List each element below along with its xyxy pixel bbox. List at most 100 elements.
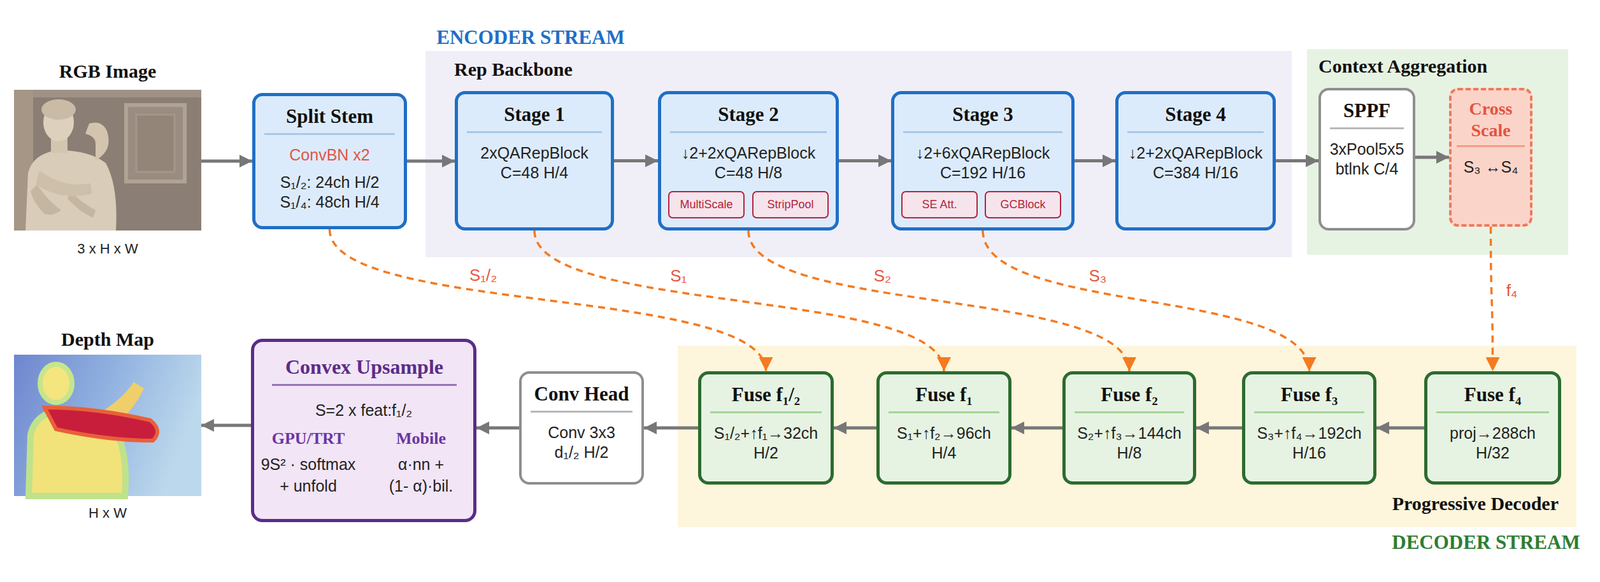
node-text: S₁/₄: 48ch H/4	[279, 192, 379, 213]
flow-arrow	[476, 426, 520, 430]
node-title: Fuse f₃	[1254, 382, 1365, 414]
node-title: Stage 1	[466, 101, 602, 134]
photo-panel	[126, 105, 185, 182]
depth-background	[14, 354, 202, 497]
module-label: StripPool	[766, 198, 814, 212]
depth-forearm	[44, 407, 158, 441]
edge-label: S₂	[873, 266, 892, 286]
stream-label: DECODER STREAM	[1391, 529, 1580, 556]
node-text: btlnk C/4	[1335, 159, 1399, 179]
node-title: Stage 2	[670, 101, 827, 134]
node-text: C=384 H/16	[1152, 163, 1239, 183]
node-text: S₃+↑f₄→192ch	[1256, 423, 1362, 444]
image-heading: RGB Image	[0, 58, 227, 85]
node-title: Convex Upsample	[271, 352, 457, 386]
node-title: Fuse f₁	[888, 382, 1000, 414]
node-text: H/2	[753, 443, 779, 464]
module-tag: GCBlock	[984, 191, 1062, 219]
node-text: H/32	[1475, 443, 1510, 464]
node-title: Fuse f₂	[1074, 382, 1185, 414]
group-band: Rep BackboneStage 12xQARepBlockC=48 H/4S…	[425, 50, 1292, 258]
node-text: S₃ ↔S₄	[1463, 157, 1519, 178]
depth-render	[14, 354, 202, 497]
stage-box: Stage 4 ↓2+2xQARepBlockC=384 H/16	[1115, 91, 1276, 231]
image-panel: Depth MapH x W	[14, 354, 202, 497]
image-caption: 3 x H x W	[0, 239, 227, 259]
edge-label: S₃	[1088, 266, 1107, 286]
module-tag: SE Att.	[901, 191, 978, 219]
node-text: H/16	[1292, 443, 1327, 464]
edge-label: S₁	[670, 266, 687, 286]
stage-box: Stage 1 2xQARepBlockC=48 H/4	[454, 91, 615, 231]
fuse-box: Fuse f₂ S₂+↑f₃→144chH/8	[1062, 371, 1197, 485]
module-label: SE Att.	[921, 198, 957, 212]
node-text: C=192 H/16	[940, 163, 1026, 183]
node-text: 3xPool5x5	[1329, 139, 1405, 160]
image-heading: Depth Map	[0, 326, 227, 353]
node-text: ↓2+6xQARepBlock	[915, 143, 1051, 164]
dashed-box: Cross Scale S₃ ↔S₄	[1449, 87, 1533, 227]
process-box: SPPF 3xPool5x5btlnk C/4	[1318, 87, 1416, 231]
process-box: Conv HeadConv 3x3d₁/₂ H/2	[519, 371, 644, 485]
node-text: + unfold	[279, 476, 337, 496]
node-text: 9S² · softmax	[261, 454, 357, 474]
node-title: Split Stem	[264, 103, 395, 136]
photo-molding	[33, 89, 202, 98]
module-tag: StripPool	[752, 191, 829, 219]
module-label: GCBlock	[1000, 198, 1046, 212]
photo-panel-inner	[136, 114, 175, 172]
node-text: H/8	[1117, 443, 1143, 464]
column-heading: Mobile	[396, 429, 446, 449]
fuse-box: Fuse f₁/₂ S₁/₂+↑f₁→32chH/2	[698, 371, 834, 485]
statue-forearm	[35, 170, 92, 197]
column-heading: GPU/TRT	[271, 429, 346, 449]
node-text: C=48 H/4	[500, 163, 569, 183]
node-text: (1- α)·bil.	[389, 476, 454, 496]
group-band: Progressive Decoder Fuse f₁/₂ S₁/₂+↑f₁→32c…	[677, 345, 1577, 528]
group-band: Context AggregationSPPF 3xPool5x5btlnk C/…	[1307, 49, 1569, 255]
node-text: S₁/₂+↑f₁→32ch	[714, 423, 818, 444]
stage-box: Stage 2 ↓2+2xQARepBlockC=48 H/8MultiScale…	[657, 91, 839, 231]
node-title: SPPF	[1329, 98, 1404, 130]
stage-box: Stage 3 ↓2+6xQARepBlockC=192 H/16 SE Att. G…	[891, 91, 1075, 231]
band-heading: Progressive Decoder	[1392, 491, 1559, 516]
node-text: H/4	[931, 443, 957, 464]
node-text: ↓2+2xQARepBlock	[1128, 143, 1264, 164]
node-text: S=2 x feat:f₁/₂	[315, 400, 413, 420]
node-text: ↓2+2xQARepBlock	[681, 143, 816, 164]
statue-arm	[85, 122, 109, 162]
stage-box: Split StemConvBN x2 S₁/₂: 24ch H/2S₁/₄: 4…	[252, 92, 408, 230]
node-text: S₁+↑f₂→96ch	[896, 423, 992, 444]
node-title: Conv Head	[530, 381, 633, 413]
edge-label: f₄	[1506, 280, 1518, 300]
image-caption: H x W	[0, 503, 227, 523]
node-text: α·nn +	[398, 454, 444, 474]
fuse-box: Fuse f₁ S₁+↑f₂→96chH/4	[876, 371, 1012, 485]
node-text: S₁/₂: 24ch H/2	[280, 172, 380, 193]
upsample-box: Convex UpsampleS=2 x feat:f₁/₂ GPU/TRT 9S²…	[250, 338, 477, 523]
statue-torso	[25, 150, 117, 231]
fuse-box: Fuse f₄proj→288chH/32	[1424, 371, 1562, 485]
node-title: Fuse f₄	[1436, 382, 1550, 414]
module-label: MultiScale	[679, 198, 733, 212]
rgb-photo	[14, 89, 202, 231]
band-heading: Rep Backbone	[454, 57, 573, 82]
node-text: d₁/₂ H/2	[554, 442, 609, 463]
flow-arrow	[201, 159, 253, 164]
photo-background	[14, 89, 202, 231]
flow-arrow	[201, 424, 251, 428]
node-text: C=48 H/8	[714, 163, 783, 183]
statue-hair	[41, 99, 76, 120]
band-heading: Context Aggregation	[1318, 54, 1488, 79]
depth-head	[40, 364, 72, 403]
node-text: ConvBN x2	[289, 145, 370, 165]
node-title: Fuse f₁/₂	[710, 382, 822, 414]
node-title: Cross Scale	[1456, 98, 1525, 148]
image-panel: RGB Image3 x H x W	[14, 89, 202, 231]
node-title: Stage 4	[1127, 101, 1264, 134]
stream-label: ENCODER STREAM	[436, 24, 625, 51]
node-title: Stage 3	[903, 101, 1063, 134]
node-text: S₂+↑f₃→144ch	[1077, 423, 1182, 444]
node-text: 2xQARepBlock	[480, 143, 589, 164]
